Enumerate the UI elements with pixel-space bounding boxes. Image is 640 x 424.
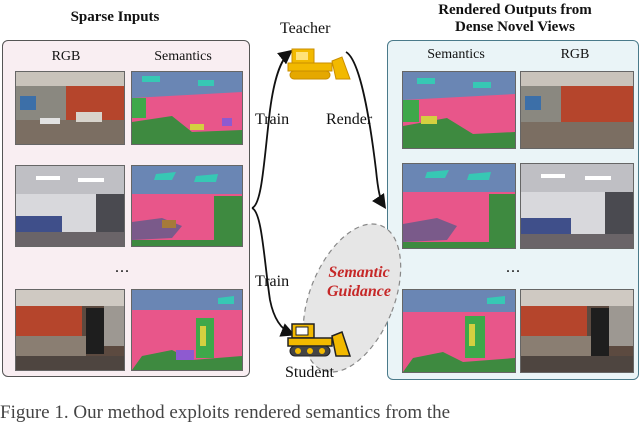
semantics-column-label: Semantics xyxy=(154,49,212,64)
rendered-outputs-panel: Semantics RGB xyxy=(387,40,639,380)
semantic-input-image-1 xyxy=(131,71,243,145)
sparse-inputs-heading: Sparse Inputs xyxy=(70,9,160,25)
left-panel-ellipsis: ... xyxy=(115,259,130,276)
teacher-bulldozer-icon xyxy=(287,48,351,80)
rendered-outputs-heading-line1: Rendered Outputs from xyxy=(438,2,592,18)
rendered-rgb-image-3 xyxy=(520,289,634,373)
rendered-semantic-image-3 xyxy=(402,289,516,373)
rgb-input-image-3 xyxy=(15,289,125,371)
semantic-input-image-2 xyxy=(131,165,243,247)
rgb-input-image-2 xyxy=(15,165,125,247)
guidance-line1: Semantic xyxy=(328,264,390,281)
rendered-outputs-heading: Rendered Outputs from Dense Novel Views xyxy=(395,2,635,36)
rgb-input-image-1 xyxy=(15,71,125,145)
rendered-semantic-image-1 xyxy=(402,71,516,149)
rendered-semantic-image-2 xyxy=(402,163,516,249)
rendered-semantics-column-label: Semantics xyxy=(427,47,485,62)
rendered-outputs-heading-line2: Dense Novel Views xyxy=(455,19,575,35)
teacher-label: Teacher xyxy=(280,20,331,37)
train-label-bottom: Train xyxy=(255,273,290,290)
student-bulldozer-icon xyxy=(287,323,352,357)
sparse-inputs-panel: RGB Semantics xyxy=(2,40,250,377)
rgb-column-label: RGB xyxy=(51,49,81,64)
rendered-rgb-image-2 xyxy=(520,163,634,249)
train-to-student-arrow xyxy=(251,207,296,337)
render-label: Render xyxy=(326,111,373,128)
semantic-input-image-3 xyxy=(131,289,243,371)
rendered-rgb-image-1 xyxy=(520,71,634,149)
right-panel-ellipsis: ... xyxy=(506,259,521,276)
rendered-rgb-column-label: RGB xyxy=(560,47,590,62)
student-label: Student xyxy=(285,364,334,381)
figure-caption: Figure 1. Our method exploits rendered s… xyxy=(0,402,451,423)
train-label-top: Train xyxy=(255,111,290,128)
semantic-guidance-label: Semantic Guidance xyxy=(314,263,404,301)
train-to-teacher-arrow xyxy=(251,49,293,209)
guidance-line2: Guidance xyxy=(327,283,391,300)
